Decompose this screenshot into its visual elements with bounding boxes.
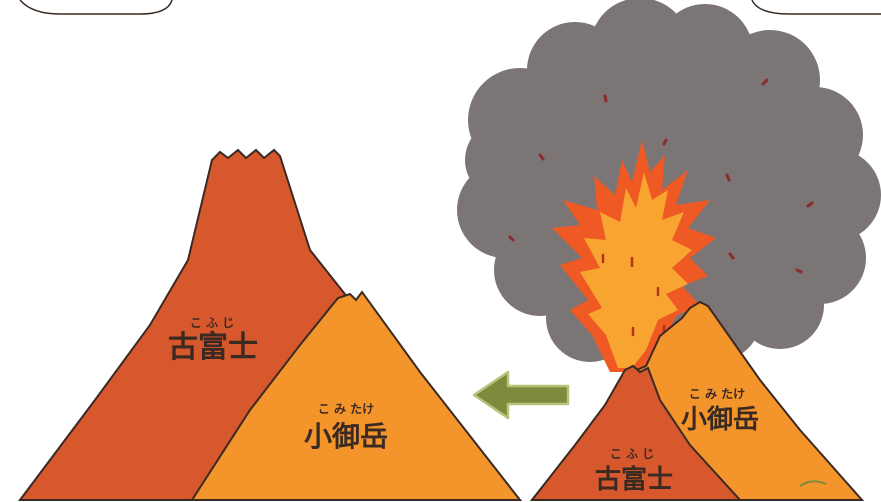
right-kofuji-shape: [529, 364, 743, 501]
left-komitake-label: 小御岳: [304, 420, 388, 453]
left-komitake-ruby: こ み たけ: [318, 402, 374, 416]
flame-sparks: [601, 253, 666, 337]
right-komitake-ruby: こ み たけ: [689, 387, 745, 401]
left-kofuji-label: 古富士: [168, 330, 258, 365]
top-right-frame: [751, 0, 881, 15]
ember-marks: [508, 78, 814, 274]
left-arrow-icon: [472, 370, 570, 420]
left-mountain: [18, 148, 523, 501]
right-kofuji-label: 古富士: [595, 464, 673, 495]
right-kofuji-ruby: こ ふ じ: [610, 447, 654, 461]
right-komitake-label: 小御岳: [681, 404, 759, 435]
left-kofuji-ruby: こ ふ じ: [190, 316, 234, 330]
top-left-frame: [19, 0, 173, 15]
left-komitake-shape: [190, 290, 523, 501]
scribble-mark: [799, 480, 827, 487]
right-mountain: [529, 300, 865, 501]
eruption-flame-inner: [580, 172, 692, 368]
